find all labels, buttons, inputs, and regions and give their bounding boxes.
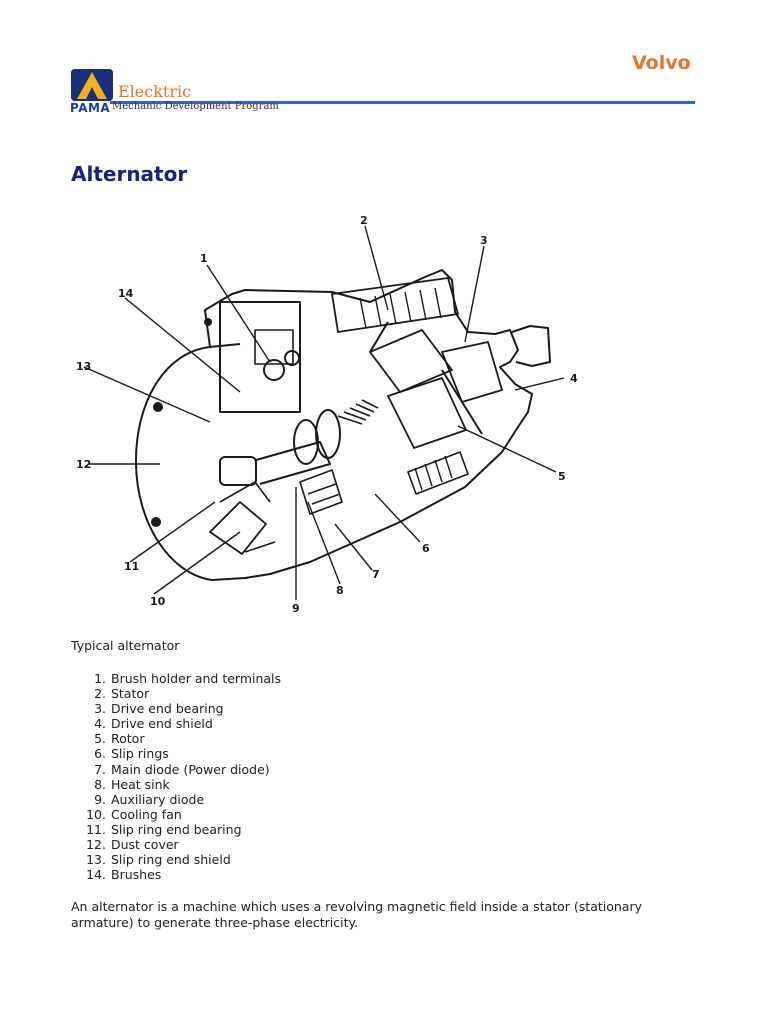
callout-11: 11 — [124, 560, 139, 573]
list-item: 9. Auxiliary diode — [71, 792, 281, 807]
list-item-number: 3. — [94, 701, 106, 717]
list-item-label: Slip ring end shield — [111, 852, 231, 868]
list-item-label: Cooling fan — [111, 806, 182, 822]
list-item: 11. Slip ring end bearing — [71, 822, 281, 837]
list-item: 6. Slip rings — [71, 746, 281, 761]
page-title: Alternator — [71, 162, 188, 186]
list-item: 3. Drive end bearing — [71, 701, 281, 716]
list-item-number: 13. — [86, 852, 106, 868]
list-item: 8. Heat sink — [71, 777, 281, 792]
stator-shape — [331, 277, 459, 333]
heat-sink-shape — [299, 469, 343, 515]
logo-mark-icon — [71, 69, 113, 101]
callout-5: 5 — [558, 470, 566, 483]
callout-9: 9 — [292, 602, 300, 615]
logo-text: Elecktric — [118, 82, 192, 101]
list-item-number: 5. — [94, 731, 106, 747]
cooling-fan-shape — [209, 501, 267, 555]
list-item-number: 11. — [86, 821, 106, 837]
list-item: 10. Cooling fan — [71, 807, 281, 822]
callout-1: 1 — [200, 252, 208, 265]
callout-3: 3 — [480, 234, 488, 247]
callout-12: 12 — [76, 458, 91, 471]
list-item-label: Dust cover — [111, 837, 179, 853]
callout-7: 7 — [372, 568, 380, 581]
list-item-number: 1. — [94, 671, 106, 686]
list-item-number: 8. — [94, 776, 106, 792]
brush-holder-shape — [219, 301, 301, 413]
list-item-label: Drive end bearing — [111, 701, 224, 717]
list-item: 14. Brushes — [71, 867, 281, 882]
list-item-number: 4. — [94, 716, 106, 732]
callout-14: 14 — [118, 287, 134, 300]
list-item-number: 2. — [94, 686, 106, 702]
callout-10: 10 — [150, 595, 166, 608]
list-item-number: 10. — [86, 806, 106, 822]
company-logo — [71, 69, 113, 101]
program-tagline: Mechanic Development Program — [112, 101, 279, 112]
figure-caption: Typical alternator — [71, 638, 180, 653]
brand-name: Volvo — [632, 52, 691, 74]
list-item-number: 9. — [94, 791, 106, 807]
list-item-number: 14. — [86, 867, 106, 883]
callout-2: 2 — [360, 214, 368, 227]
callout-4: 4 — [570, 372, 578, 385]
list-item-label: Stator — [111, 686, 150, 702]
list-item: 2. Stator — [71, 686, 281, 701]
list-item: 1. Brush holder and terminals — [71, 671, 281, 686]
list-item-label: Auxiliary diode — [111, 791, 205, 807]
callout-13: 13 — [76, 360, 91, 373]
list-item-number: 12. — [86, 837, 106, 853]
list-item: 5. Rotor — [71, 731, 281, 746]
housing-shape — [204, 269, 533, 579]
alternator-diagram: 1 2 3 4 5 6 7 8 9 10 11 12 13 14 — [76, 214, 578, 615]
list-item-label: Slip rings — [111, 746, 169, 762]
parts-list: 1. Brush holder and terminals 2. Stator 3.… — [71, 671, 281, 882]
logo-subtext: PAMA — [70, 101, 111, 115]
list-item-label: Main diode (Power diode) — [111, 761, 270, 777]
list-item-number: 6. — [94, 746, 106, 762]
list-item-label: Brush holder and terminals — [111, 671, 282, 686]
list-item: 13. Slip ring end shield — [71, 852, 281, 867]
list-item-label: Drive end shield — [111, 716, 213, 732]
list-item: 4. Drive end shield — [71, 716, 281, 731]
list-item: 7. Main diode (Power diode) — [71, 762, 281, 777]
callout-8: 8 — [336, 584, 344, 597]
description-paragraph: An alternator is a machine which uses a … — [71, 899, 643, 930]
list-item-label: Slip ring end bearing — [111, 821, 242, 837]
list-item-number: 7. — [94, 761, 106, 777]
callout-6: 6 — [422, 542, 430, 555]
list-item-label: Heat sink — [111, 776, 170, 792]
list-item: 12. Dust cover — [71, 837, 281, 852]
list-item-label: Rotor — [111, 731, 145, 747]
list-item-label: Brushes — [111, 867, 162, 883]
header-rule — [110, 101, 695, 104]
